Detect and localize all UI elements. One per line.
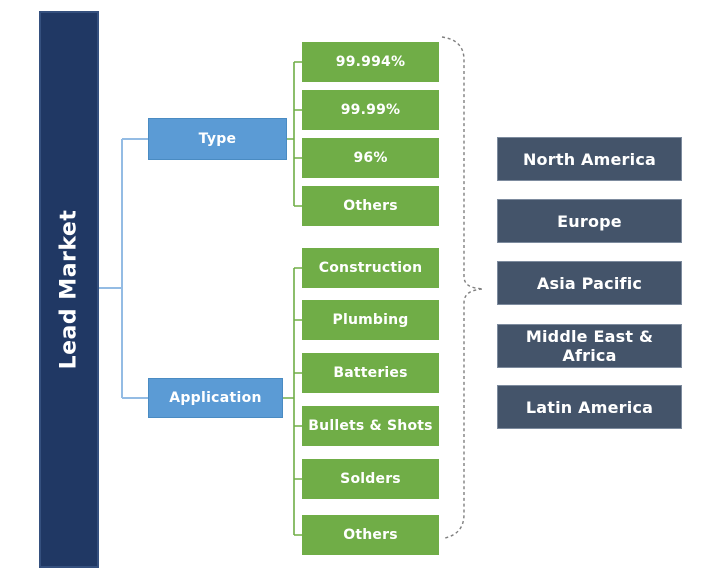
root-node-lead-market: Lead Market — [39, 11, 99, 568]
root-node-label: Lead Market — [56, 209, 82, 370]
application-leaf-label: Plumbing — [332, 312, 409, 328]
segment-node-type: Type — [148, 118, 287, 160]
type-leaf-box: Others — [302, 186, 439, 226]
region-label: Europe — [557, 211, 622, 231]
type-branch-connector — [287, 61, 302, 207]
application-leaf-box: Batteries — [302, 353, 439, 393]
region-label: Middle East & Africa — [525, 327, 654, 365]
application-leaf-box: Solders — [302, 459, 439, 499]
type-leaf-box: 99.994% — [302, 42, 439, 82]
application-leaf-label: Batteries — [333, 365, 408, 381]
type-leaf-label: Others — [343, 198, 398, 214]
type-leaf-box: 96% — [302, 138, 439, 178]
region-box: Asia Pacific — [497, 261, 682, 305]
type-leaf-label: 99.99% — [340, 102, 401, 118]
region-label: Latin America — [525, 397, 654, 417]
region-box: North America — [497, 137, 682, 181]
type-leaf-label: 99.994% — [335, 54, 406, 70]
region-box: Middle East & Africa — [497, 324, 682, 368]
application-leaf-box: Others — [302, 515, 439, 555]
application-leaf-label: Others — [343, 527, 398, 543]
region-label: North America — [522, 149, 657, 169]
type-leaf-box: 99.99% — [302, 90, 439, 130]
segment-application-label: Application — [169, 390, 262, 406]
segment-type-label: Type — [198, 131, 237, 147]
region-box: Latin America — [497, 385, 682, 429]
region-label: Asia Pacific — [536, 273, 643, 293]
grouping-brace-curve — [441, 36, 484, 539]
application-leaf-box: Construction — [302, 248, 439, 288]
application-branch-connector — [283, 267, 302, 536]
application-leaf-label: Construction — [318, 260, 423, 276]
application-leaf-box: Plumbing — [302, 300, 439, 340]
application-leaf-label: Bullets & Shots — [308, 418, 433, 434]
type-leaf-label: 96% — [353, 150, 388, 166]
application-leaf-box: Bullets & Shots — [302, 406, 439, 446]
root-connector-line — [99, 138, 148, 399]
segment-node-application: Application — [148, 378, 283, 418]
application-leaf-label: Solders — [340, 471, 401, 487]
region-box: Europe — [497, 199, 682, 243]
